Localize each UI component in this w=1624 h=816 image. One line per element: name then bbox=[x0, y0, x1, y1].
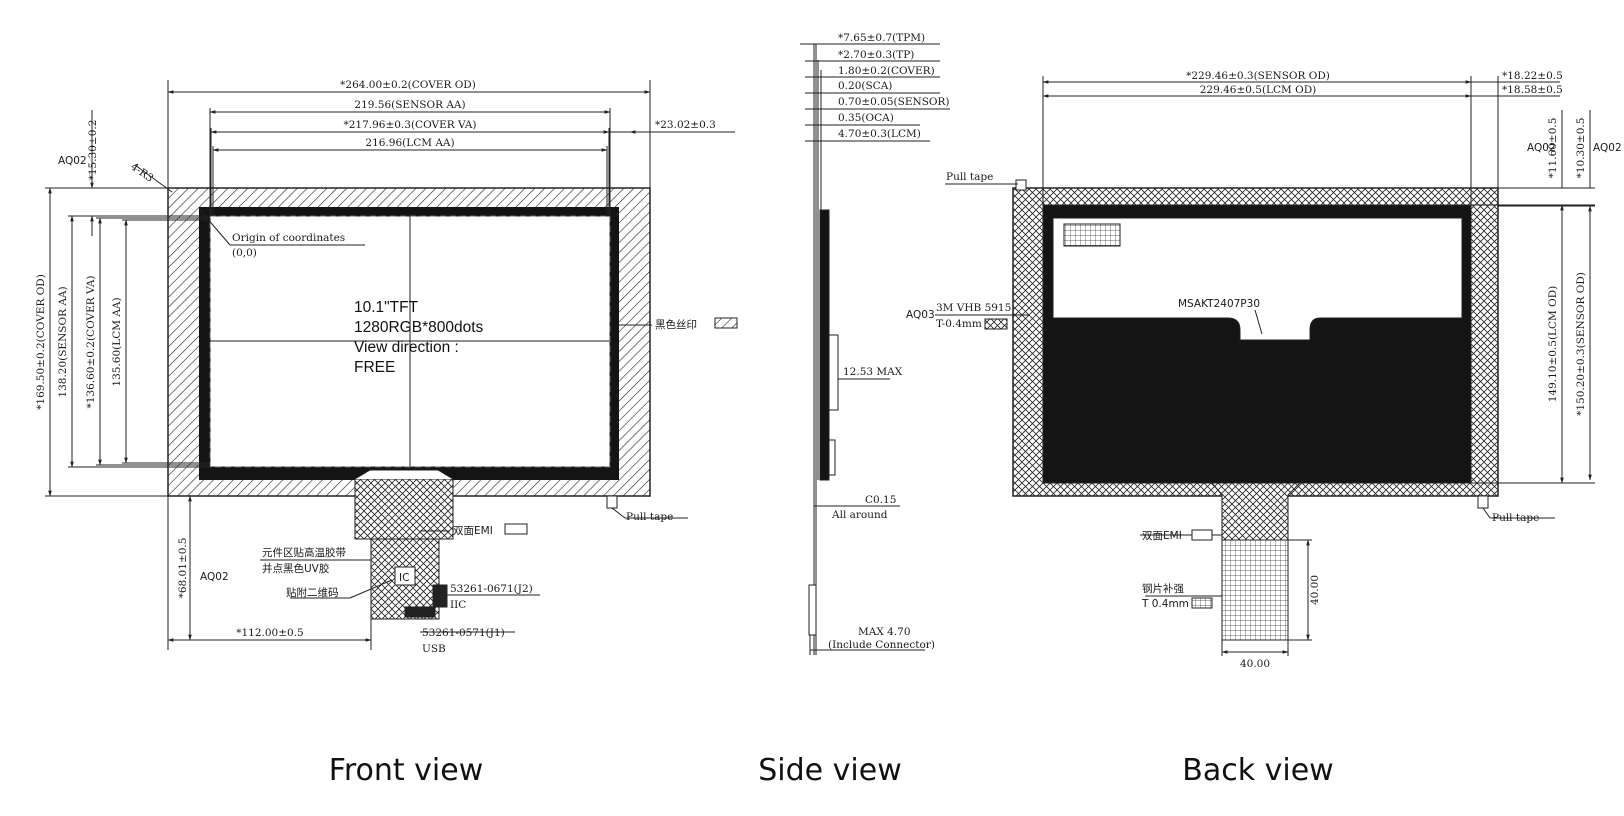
front-cover-od-height: *169.50±0.2(COVER OD) bbox=[35, 274, 47, 410]
front-emi-label: 双面EMI bbox=[453, 525, 493, 537]
side-max-connector: MAX 4.70 bbox=[858, 626, 911, 638]
side-layer-lcm: 4.70±0.3(LCM) bbox=[838, 128, 921, 140]
side-lcm-body bbox=[819, 209, 830, 481]
side-all-around: All around bbox=[831, 509, 888, 521]
back-vhb-tape: 3M VHB 5915 bbox=[936, 302, 1011, 314]
back-steel-stiffener bbox=[1221, 539, 1289, 641]
back-sensor-od-height: *150.20±0.3(SENSOR OD) bbox=[1575, 272, 1587, 416]
side-layer-tp: *2.70±0.3(TP) bbox=[838, 49, 914, 61]
back-aq02-right: AQ02 bbox=[1593, 142, 1622, 154]
front-offset-top: *15.30±0.2 bbox=[87, 120, 99, 181]
tape-note-2: 并点黑色UV胶 bbox=[262, 562, 330, 575]
front-view-caption: Front view bbox=[329, 753, 484, 788]
ic-label: IC bbox=[399, 572, 409, 584]
back-label-area bbox=[1052, 217, 1463, 341]
front-aq02-top: AQ02 bbox=[58, 155, 87, 167]
back-lcm-od-height: 149.10±0.5(LCM OD) bbox=[1547, 286, 1559, 403]
panel-size: 10.1"TFT bbox=[354, 299, 419, 316]
front-cover-va-width: *217.96±0.3(COVER VA) bbox=[343, 119, 476, 131]
back-steel-label: 钢片补强 bbox=[1142, 582, 1184, 595]
back-model-number: MSAKT2407P30 bbox=[1178, 298, 1260, 310]
side-chamfer: C0.15 bbox=[865, 494, 896, 506]
connector-j1: 53261-0571(J1) bbox=[422, 627, 505, 639]
back-stiffener-width: 40.00 bbox=[1240, 658, 1270, 670]
front-lcm-aa-height: 135.60(LCM AA) bbox=[111, 297, 123, 386]
connector-j2: 53261-0671(J2) bbox=[450, 583, 533, 595]
side-view bbox=[800, 43, 950, 655]
back-lcm-od-width: 229.46±0.5(LCM OD) bbox=[1200, 84, 1317, 96]
qr-note: 贴附二维码 bbox=[286, 586, 339, 599]
tape-note-1: 元件区贴高温胶带 bbox=[262, 546, 346, 559]
back-view bbox=[935, 76, 1595, 656]
back-pull-tape-bottom: Pull tape bbox=[1492, 512, 1539, 524]
back-view-caption: Back view bbox=[1182, 753, 1333, 788]
front-lcm-aa-width: 216.96(LCM AA) bbox=[365, 137, 454, 149]
front-view bbox=[45, 80, 738, 650]
front-sensor-aa-width: 219.56(SENSOR AA) bbox=[354, 99, 465, 111]
front-fpc-emi bbox=[354, 478, 454, 540]
back-steel-thickness: T 0.4mm bbox=[1141, 598, 1189, 610]
side-layer-cover: 1.80±0.2(COVER) bbox=[838, 65, 935, 77]
back-emi-label: 双面EMI bbox=[1142, 530, 1182, 542]
front-cover-va-height: *136.60±0.2(COVER VA) bbox=[85, 275, 97, 408]
origin-value: (0,0) bbox=[232, 247, 257, 259]
back-offset-d: *10.30±0.5 bbox=[1575, 118, 1587, 179]
back-stiffener-height: 40.00 bbox=[1309, 575, 1321, 605]
side-layer-sensor: 0.70±0.05(SENSOR) bbox=[838, 96, 950, 108]
back-aq02-left: AQ02 bbox=[1527, 142, 1556, 154]
back-pull-tape-top: Pull tape bbox=[946, 171, 993, 183]
back-offset-b: *18.58±0.5 bbox=[1502, 84, 1563, 96]
front-offset-right: *23.02±0.3 bbox=[655, 119, 716, 131]
front-cover-od-width: *264.00±0.2(COVER OD) bbox=[340, 79, 476, 91]
back-aq03: AQ03 bbox=[906, 309, 935, 321]
back-offset-a: *18.22±0.5 bbox=[1502, 70, 1563, 82]
back-offset-c: *11.60±0.5 bbox=[1547, 118, 1559, 179]
side-max-thickness: 12.53 MAX bbox=[843, 366, 903, 378]
front-aq02-bottom: AQ02 bbox=[200, 571, 229, 583]
front-corner-radius: 4-R3 bbox=[128, 161, 155, 185]
origin-label: Origin of coordinates bbox=[232, 232, 345, 244]
fpc-offset: *112.00±0.5 bbox=[236, 627, 304, 639]
panel-view-direction: View direction : bbox=[354, 339, 459, 356]
side-layer-oca: 0.35(OCA) bbox=[838, 112, 894, 124]
side-layer-tpm: *7.65±0.7(TPM) bbox=[838, 32, 925, 44]
back-sensor-od-width: *229.46±0.3(SENSOR OD) bbox=[1186, 70, 1330, 82]
side-layer-sca: 0.20(SCA) bbox=[838, 80, 892, 92]
side-view-caption: Side view bbox=[758, 753, 902, 788]
panel-view-value: FREE bbox=[354, 359, 395, 376]
black-silkscreen-label: 黑色丝印 bbox=[655, 318, 697, 331]
back-vhb-thickness: T-0.4mm bbox=[936, 318, 982, 330]
fpc-length: *68.01±0.5 bbox=[177, 538, 189, 599]
front-sensor-aa-height: 138.20(SENSOR AA) bbox=[57, 286, 69, 397]
panel-resolution: 1280RGB*800dots bbox=[354, 319, 484, 336]
usb-label: USB bbox=[422, 643, 446, 655]
iic-label: IIC bbox=[450, 599, 466, 611]
front-pull-tape: Pull tape bbox=[626, 511, 673, 523]
side-include-connector: (Include Connector) bbox=[828, 639, 935, 651]
